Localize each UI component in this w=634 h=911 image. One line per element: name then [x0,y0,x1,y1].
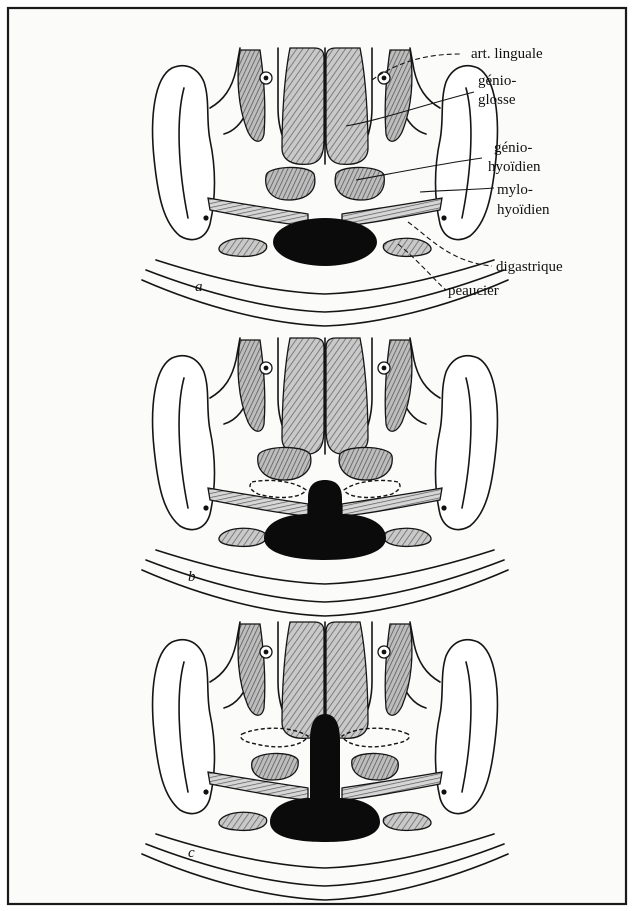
label-geniohyoidien-1: génio- [494,140,532,156]
label-genioglosse-1: génio- [478,73,516,89]
label-art-linguale: art. linguale [471,46,543,62]
label-digastrique: digastrique [496,259,563,275]
panel-letter-b: b [188,569,196,585]
panel-letter-c: c [188,845,195,861]
label-genioglosse-2: glosse [478,92,516,108]
hyoid-mass [273,218,377,266]
label-peaucier: peaucier [448,283,499,299]
label-geniohyoidien-2: hyoïdien [488,159,541,175]
label-mylohyoidien-1: mylo- [497,182,533,198]
panel-letter-a: a [195,279,203,295]
label-mylohyoidien-2: hyoïdien [497,202,550,218]
